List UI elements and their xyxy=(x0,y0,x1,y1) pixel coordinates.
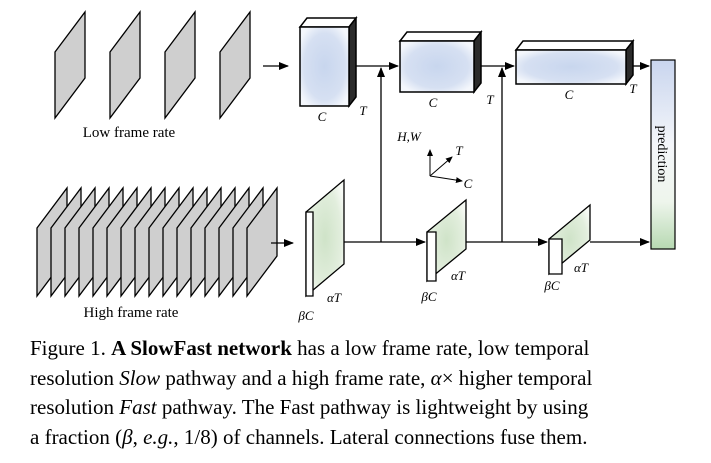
high-frame-rate-label: High frame rate xyxy=(84,305,179,321)
slow-block-3 xyxy=(514,38,635,87)
caption-eg: e.g. xyxy=(143,424,174,449)
prediction-label: prediction xyxy=(654,126,669,183)
caption-figure-number: Figure 1. xyxy=(30,336,112,360)
low-frame-rate-label: Low frame rate xyxy=(83,125,176,141)
low-rate-frames xyxy=(54,10,251,120)
caption-alpha-symbol: α xyxy=(430,365,442,390)
caption-bold-title: A SlowFast network xyxy=(111,336,292,360)
fast-block-1 xyxy=(305,178,345,298)
caption-text: resolution xyxy=(30,395,120,419)
caption-text: , 1/8) of channels. Lateral connections … xyxy=(173,424,588,449)
prediction-bar xyxy=(650,59,676,250)
slowfast-diagram: Low frame rate High frame rate C T C T C… xyxy=(36,10,676,323)
slow-block-1 xyxy=(298,15,358,109)
slow-c-label: C xyxy=(318,109,327,124)
axis-c-label: C xyxy=(464,176,473,191)
caption-text: pathway and a high frame rate, xyxy=(160,365,431,390)
axis-hw-label: H,W xyxy=(396,129,422,144)
slow-block-2 xyxy=(398,29,483,95)
axes-legend xyxy=(427,149,463,184)
caption-text: resolution xyxy=(30,365,120,390)
caption-slow-term: Slow xyxy=(119,365,161,390)
fast-block-3 xyxy=(548,203,591,276)
fast-beta-c-label: βC xyxy=(297,308,313,323)
input-frame xyxy=(219,10,251,120)
caption-fast-term: Fast xyxy=(119,395,157,419)
fast-beta-c-label: βC xyxy=(420,289,436,304)
input-frame xyxy=(54,10,86,120)
slow-t-label: T xyxy=(359,103,367,118)
caption-line-2: resolution Slow pathway and a high frame… xyxy=(30,364,698,394)
fast-alpha-t-label: αT xyxy=(451,268,466,283)
caption-text: , xyxy=(132,424,144,449)
slow-t-label: T xyxy=(629,81,637,96)
input-frame xyxy=(109,10,141,120)
fast-block-2 xyxy=(426,198,467,283)
caption-text: pathway. The Fast pathway is lightweight… xyxy=(156,395,589,419)
caption-line-4: a fraction (β, e.g., 1/8) of channels. L… xyxy=(30,423,698,453)
slow-c-label: C xyxy=(565,87,574,102)
input-frame xyxy=(164,10,196,120)
input-frame xyxy=(246,186,278,298)
fast-alpha-t-label: αT xyxy=(574,260,589,275)
caption-line-1: Figure 1. A SlowFast network has a low f… xyxy=(30,334,698,364)
high-rate-frames xyxy=(36,186,278,298)
slow-c-label: C xyxy=(429,95,438,110)
caption-text: has a low frame rate, low temporal xyxy=(291,336,590,360)
fast-alpha-t-label: αT xyxy=(327,290,342,305)
caption-text: × higher temporal xyxy=(441,365,593,390)
caption-line-3: resolution Fast pathway. The Fast pathwa… xyxy=(30,393,698,423)
caption-text: a fraction ( xyxy=(30,424,123,449)
axis-t-label: T xyxy=(455,143,463,158)
fast-beta-c-label: βC xyxy=(543,278,559,293)
slow-t-label: T xyxy=(486,92,494,107)
caption-beta-symbol: β xyxy=(122,424,133,449)
figure-caption: Figure 1. A SlowFast network has a low f… xyxy=(30,334,698,452)
